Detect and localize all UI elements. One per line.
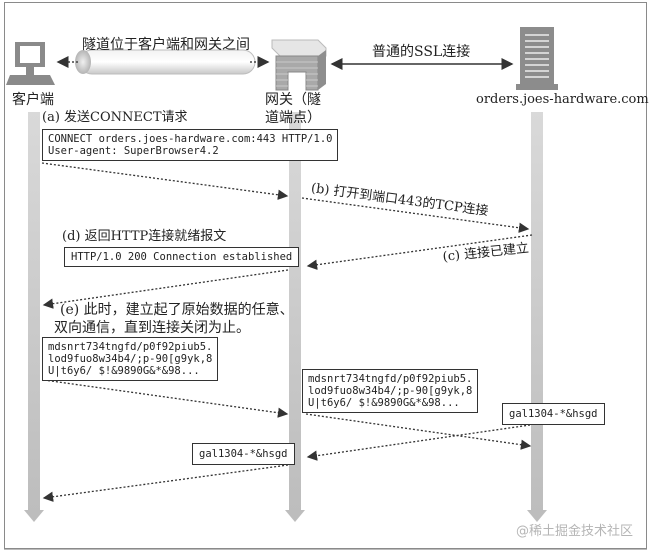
arrow-reply-gateway-to-client (42, 464, 289, 502)
gateway-label-line1: 网关（隧 (265, 92, 321, 108)
arrow-d-gateway-to-client (42, 269, 289, 309)
client-lifeline-arrowhead (24, 510, 44, 522)
client-lifeline (28, 112, 40, 512)
connect-request-box: CONNECT orders.joes-hardware.com:443 HTT… (42, 129, 339, 161)
gateway-data-box: mdsnrt734tngfd/p0f92piub5. lod9fuo8w34b4… (302, 369, 479, 413)
watermark: @稀土掘金技术社区 (515, 524, 633, 539)
step-a-label: (a) 发送CONNECT请求 (42, 110, 188, 125)
tunnel-label: 隧道位于客户端和网关之间 (82, 37, 250, 53)
step-d-label: (d) 返回HTTP连接就绪报文 (62, 229, 227, 244)
server-lifeline-arrowhead (527, 510, 547, 522)
server-reply-box: gal1304-*&hsgd (502, 403, 605, 425)
gateway-reply-box: gal1304-*&hsgd (192, 443, 295, 465)
ssl-label: 普通的SSL连接 (372, 44, 471, 60)
server-label: orders.joes-hardware.com (476, 92, 649, 107)
arrow-a-client-to-gateway (41, 162, 289, 200)
gateway-lifeline-arrowhead (285, 510, 305, 522)
gateway-label-line2: 道端点） (265, 110, 321, 126)
computer-monitor-icon (6, 42, 55, 85)
step-e-label-line1: (e) 此时，建立起了原始数据的任意、 (60, 302, 294, 318)
client-data-box: mdsnrt734tngfd/p0f92piub5. lod9fuo8w34b4… (42, 337, 219, 381)
arrow-c-server-to-gateway (306, 234, 533, 270)
arrow-reply-server-to-gateway (306, 424, 531, 461)
arrow-data-gateway-to-server (305, 413, 532, 450)
step-e-label-line2: 双向通信，直到连接关闭为止。 (54, 320, 250, 336)
tunnel-tube-icon (75, 49, 256, 75)
arrow-data-client-to-gateway (43, 379, 289, 418)
brick-gateway-icon (271, 39, 327, 91)
server-rack-icon (516, 27, 558, 90)
client-label: 客户端 (12, 92, 54, 108)
gateway-lifeline (289, 112, 301, 512)
connection-established-box: HTTP/1.0 200 Connection established (64, 247, 300, 267)
